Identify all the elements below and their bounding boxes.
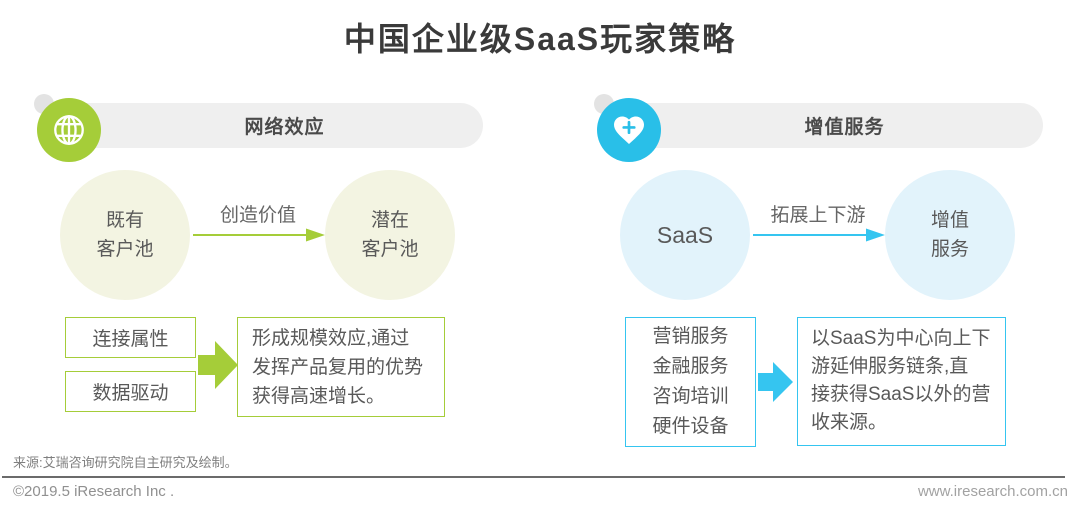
footer-divider [2, 476, 1065, 478]
network-effect-header-pill: 网络效应 [60, 103, 483, 148]
value-added-header-pill: 增值服务 [620, 103, 1043, 148]
page-title: 中国企业级SaaS玩家策略 [343, 21, 737, 57]
revenue-arrow-icon [758, 373, 773, 391]
scale-effect-arrow-icon [198, 355, 215, 375]
potential-customer-pool-circle: 潜在 客户池 [325, 170, 455, 300]
value-added-service-circle: 增值 服务 [885, 170, 1015, 300]
footer-website: www.iresearch.com.cn [917, 483, 1068, 500]
expand-arrow-icon [753, 228, 885, 242]
heart-plus-icon-badge [597, 98, 661, 162]
footer-source: 来源:艾瑞咨询研究院自主研究及绘制。 [13, 455, 238, 470]
globe-icon-badge [37, 98, 101, 162]
heart-plus-icon [614, 116, 644, 144]
footer-copyright: ©2019.5 iResearch Inc . [13, 483, 175, 500]
create-value-label: 创造价值 [219, 205, 296, 226]
revenue-result-box: 以SaaS为中心向上下 游延伸服务链条,直 接获得SaaS以外的营 收来源。 [797, 317, 1006, 446]
value-added-service-panel: 增值服务 SaaS 拓展上下游 增值 服务 营销服务 金融服务 咨询培训 硬件设… [594, 0, 1080, 505]
data-driven-box: 数据驱动 [65, 371, 196, 412]
globe-icon [54, 115, 84, 145]
network-effect-panel: 网络效应 既有 客户池 创造价值 潜在 客户池 连接属性 数据驱动 形成规模效应… [34, 0, 520, 505]
scale-effect-result-box: 形成规模效应,通过 发挥产品复用的优势 获得高速增长。 [237, 317, 445, 417]
existing-customer-pool-circle: 既有 客户池 [60, 170, 190, 300]
scale-effect-arrowhead-icon [215, 341, 238, 389]
value-added-header-label: 增值服务 [804, 117, 885, 138]
connection-attribute-box: 连接属性 [65, 317, 196, 358]
service-items-box: 营销服务 金融服务 咨询培训 硬件设备 [625, 317, 756, 447]
network-effect-header-label: 网络效应 [244, 117, 325, 138]
expand-upstream-downstream-label: 拓展上下游 [770, 205, 866, 226]
create-value-arrow-icon [193, 228, 325, 242]
revenue-arrowhead-icon [773, 362, 793, 402]
saas-circle: SaaS [620, 170, 750, 300]
